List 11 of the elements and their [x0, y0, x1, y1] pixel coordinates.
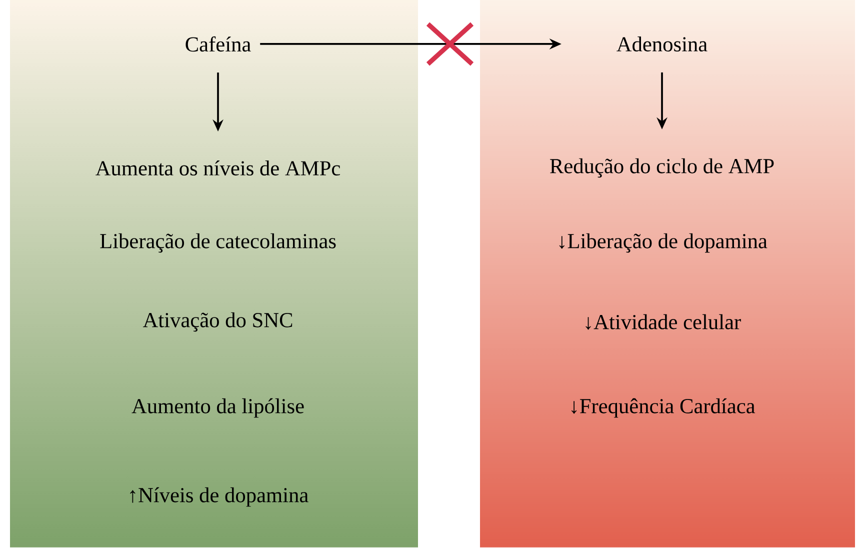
- text-label: Ativação do SNC: [142, 312, 292, 332]
- text-label: ↑Níveis de dopamina: [130, 487, 308, 507]
- text-label: Aumenta os níveis de AMPc: [96, 160, 340, 176]
- text-label: Redução do ciclo de AMP: [550, 158, 774, 178]
- text-label: Adenosina: [616, 36, 708, 52]
- text-label: Cafeína: [186, 36, 251, 52]
- text-label: Aumento da lipólise: [132, 398, 304, 418]
- text-label: Liberação de catecolaminas: [100, 233, 336, 253]
- text-label: ↓Liberação de dopamina: [559, 233, 768, 253]
- text-label: ↓Frequência Cardíaca: [572, 398, 756, 418]
- text-label: ↓Atividade celular: [586, 314, 741, 330]
